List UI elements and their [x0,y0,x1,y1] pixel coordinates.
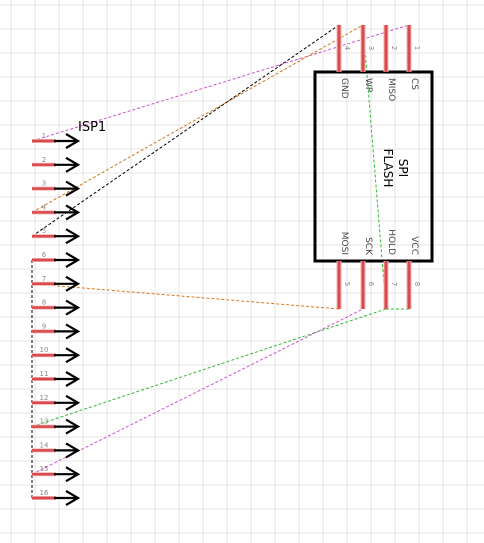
chip-pin-name: VCC [409,236,419,255]
chip-pin-number: 6 [367,282,375,287]
chip-pin-number: 8 [413,282,421,286]
chip-pin-3[interactable]: 3WP [360,25,375,93]
chip-pin-name: CS [409,78,419,90]
header-pin-number: 1 [42,132,46,140]
header-pin-number: 7 [42,275,46,283]
chip-pin-8[interactable]: 8 VCC [406,236,421,309]
header-pin-2[interactable]: 2 [32,156,81,173]
header-pin-16[interactable]: 16 [32,489,81,506]
header-pin-number: 14 [40,441,49,449]
header-pin-10[interactable]: 10 [32,346,81,364]
chip-pin-name: WP [363,78,373,93]
header-pin-3[interactable]: 3 [32,180,81,197]
wire-wp [31,24,364,213]
header-pin-9[interactable]: 9 [32,322,81,340]
header-pin-number: 9 [42,322,46,330]
chip-pin-number: 4 [343,46,351,51]
chip-pin-number: 2 [390,46,398,50]
header-pin-7[interactable]: 7 [32,275,81,292]
header-pin-number: 12 [40,394,49,402]
header-pin-11[interactable]: 11 [32,370,81,387]
header-pin-number: 15 [40,465,49,473]
wire-mosi [31,283,340,310]
chip-pin-number: 3 [367,46,375,50]
header-pin-6[interactable]: 6 [32,251,81,268]
header-pin-4[interactable]: 4 [32,203,81,221]
header-pin-number: 16 [40,489,49,497]
header-pin-number: 13 [40,418,49,426]
header-pin-1[interactable]: 1 [32,132,81,149]
header-pin-15[interactable]: 15 [32,465,81,483]
wire-gnd [31,24,340,237]
chip-pin-7[interactable]: 7 HOLD [383,229,398,309]
chip-pin-name: MOSI [339,232,349,255]
header-pin-13[interactable]: 13 [32,418,81,435]
wire-sck [31,308,364,475]
header-pin-number: 11 [40,370,49,378]
header-pin-number: 2 [42,156,46,164]
chip-pin-5[interactable]: 5 MOSI [336,232,351,309]
wire-hold [31,308,387,428]
chip-pin-name: GND [339,78,349,99]
header-pin-number: 10 [40,346,49,354]
header-pin-number: 5 [42,227,46,235]
chip-pin-number: 5 [343,282,351,286]
chip-name-line1: SPI [396,159,410,177]
chip-pin-1[interactable]: 1CS [406,25,421,90]
chip-body [313,70,434,263]
header-pin-12[interactable]: 12 [32,394,81,411]
chip-pin-number: 7 [390,282,398,286]
header-pin-number: 4 [42,203,47,211]
wire-cs [31,24,410,142]
chip-pin-name: HOLD [386,229,396,255]
chip-pin-6[interactable]: 6 SCK [360,237,375,309]
chip-pin-name: SCK [363,237,373,256]
header-pin-number: 6 [42,251,47,259]
header-label: ISP1 [78,120,106,135]
chip-pin-name: MISO [386,78,396,101]
header-pin-8[interactable]: 8 [32,299,81,316]
chip-pin-number: 1 [413,46,421,50]
header-pin-number: 8 [42,299,46,307]
header-pin-number: 3 [42,180,46,188]
header-pin-5[interactable]: 5 [32,227,81,245]
header-pin-14[interactable]: 14 [32,441,81,459]
chip-name-line2: FLASH [381,149,395,188]
